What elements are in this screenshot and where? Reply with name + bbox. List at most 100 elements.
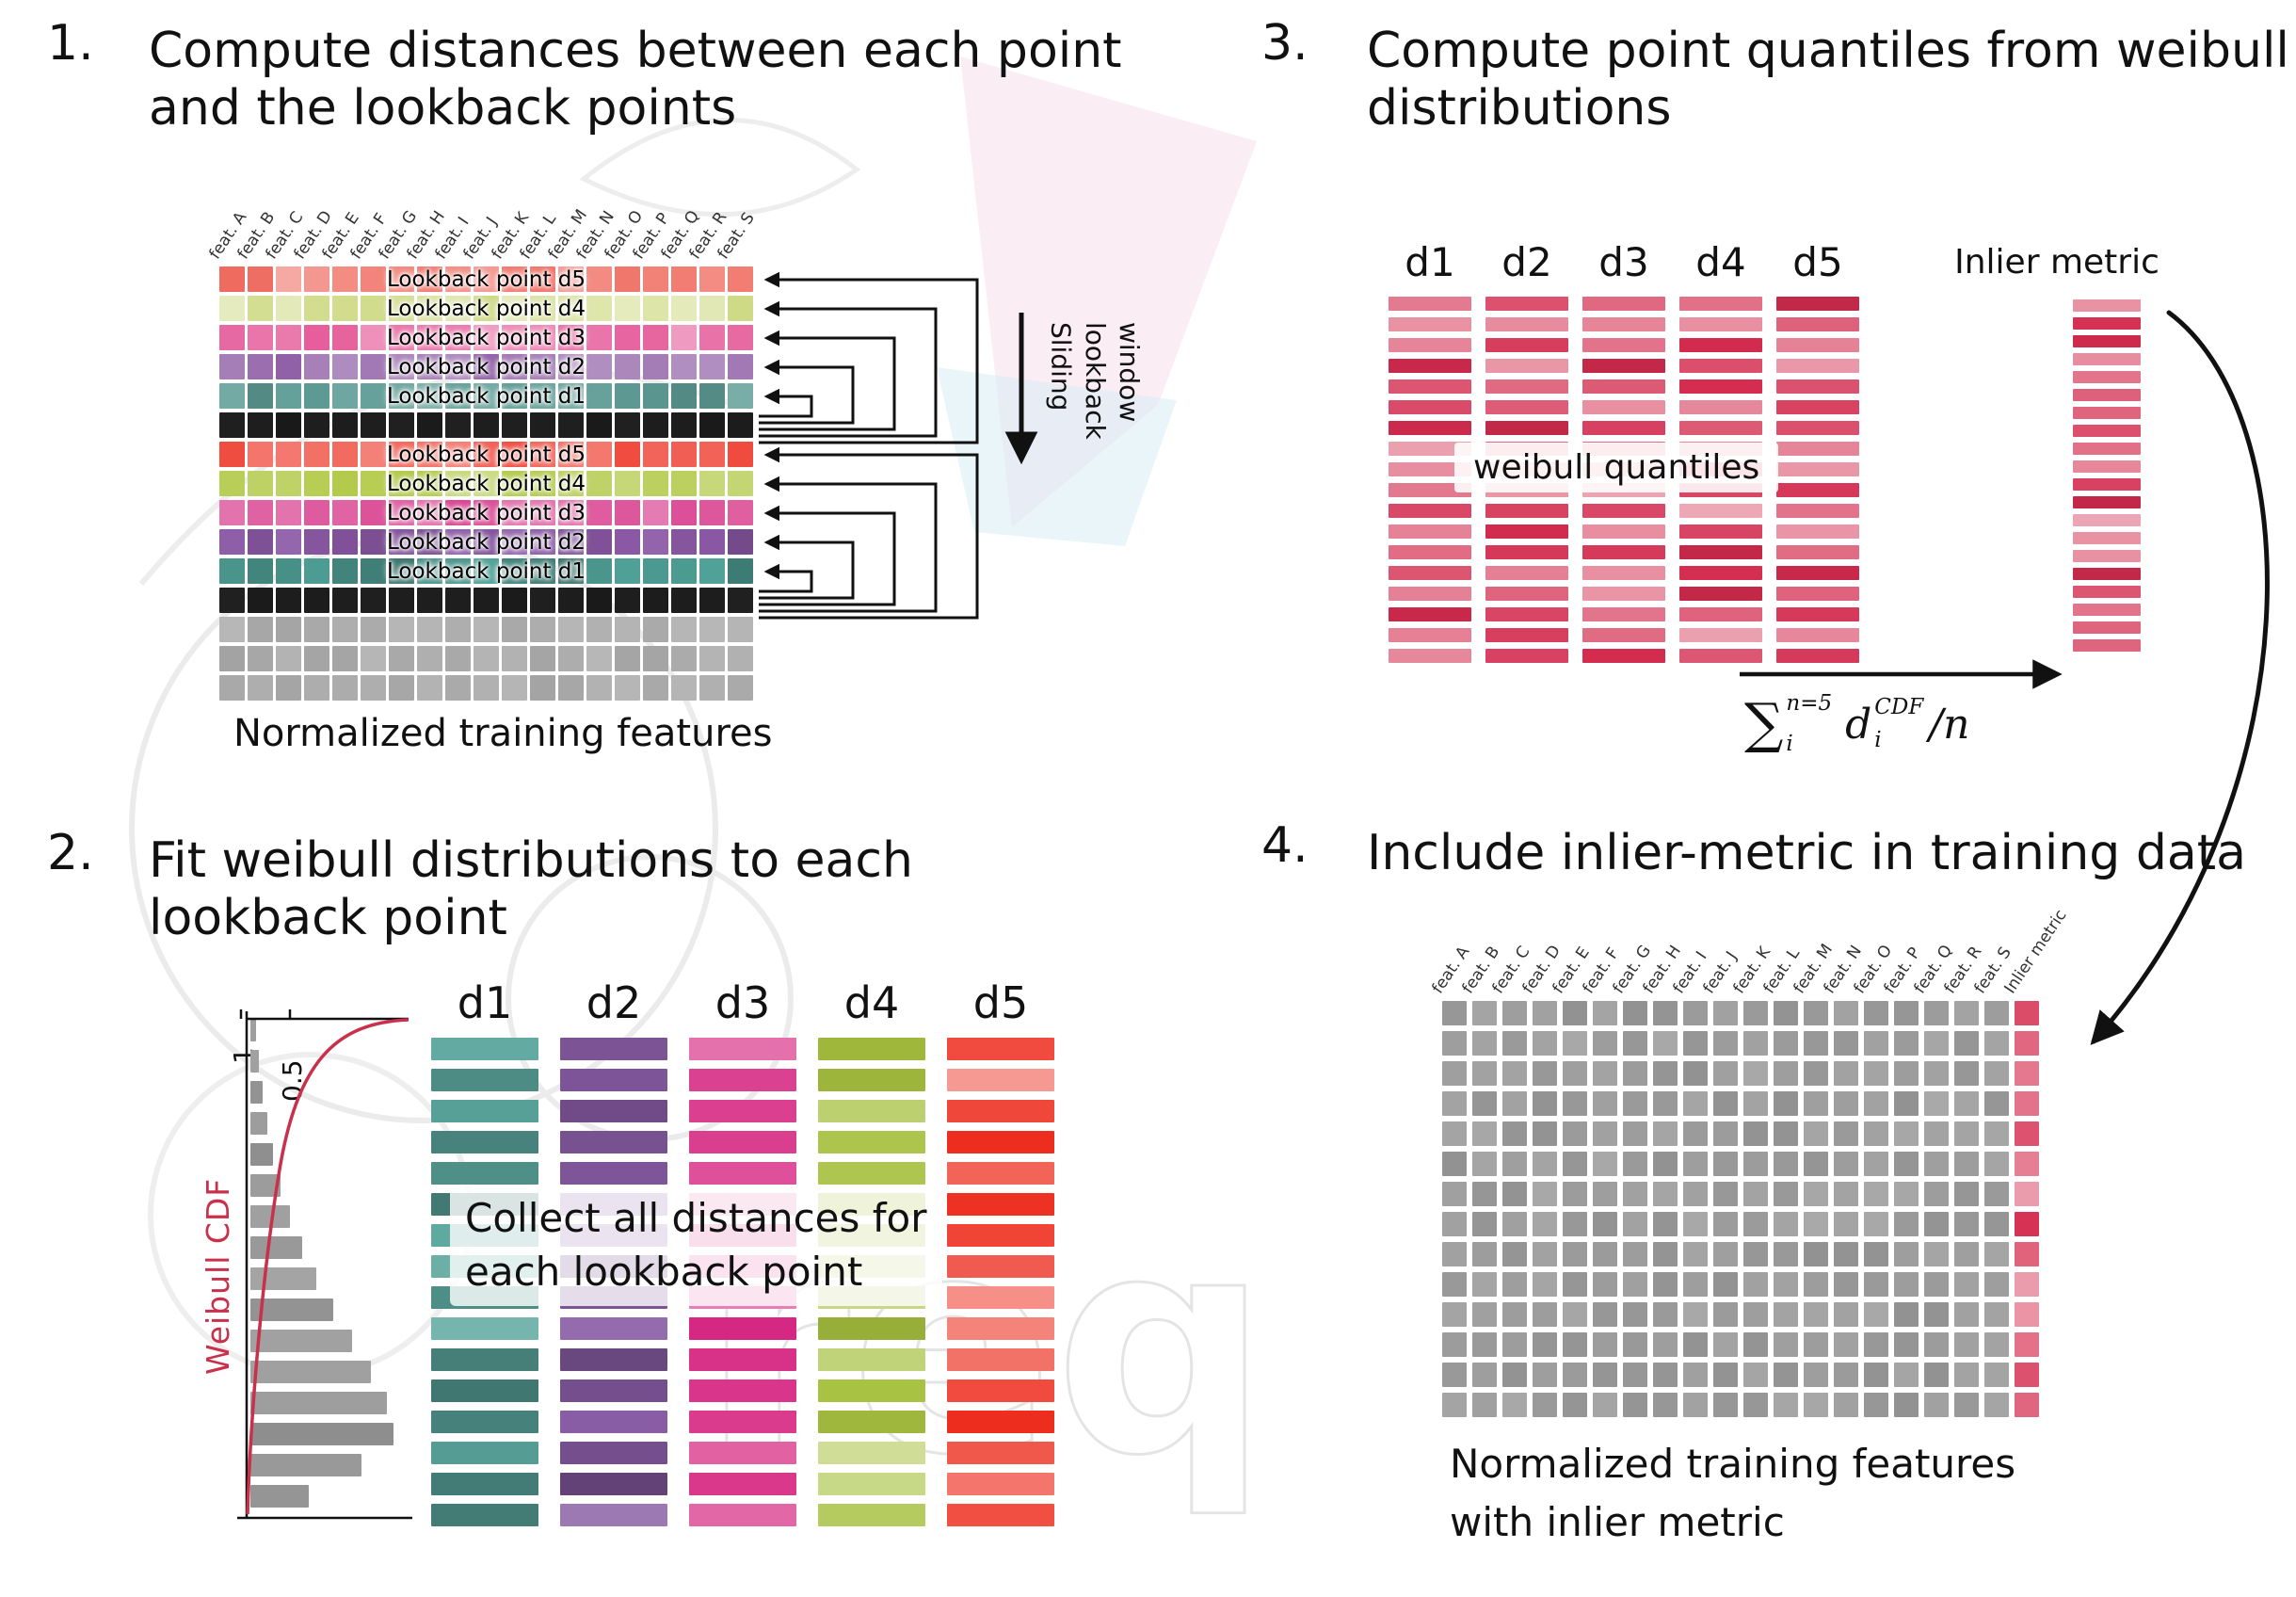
matrix-cell: [671, 588, 697, 613]
grid-cell: [1593, 1182, 1617, 1206]
matrix-cell: [643, 383, 668, 409]
grid-cell: [1864, 1091, 1888, 1116]
distance-bar: [947, 1069, 1054, 1091]
grid-cell: [1683, 1121, 1708, 1146]
quantile-bar: [1389, 442, 1471, 456]
inlier-cell: [2015, 1182, 2039, 1206]
inlier-bar: [2073, 317, 2141, 330]
grid-cell: [1713, 1152, 1738, 1176]
matrix-cell: [530, 646, 555, 671]
sum-lower-limit: i: [1786, 732, 1793, 756]
inlier-cell: [2015, 1212, 2039, 1236]
grid-cell: [1653, 1001, 1678, 1025]
matrix-cell: [615, 500, 640, 525]
matrix-row: Lookback point d3: [219, 500, 753, 525]
step-2-number: 2.: [47, 825, 94, 881]
matrix-cell: [728, 500, 753, 525]
grid-cell: [1683, 1091, 1708, 1116]
distance-bar: [818, 1348, 925, 1371]
pastel-blue-shape: [937, 367, 1177, 546]
matrix-cell: [219, 412, 245, 438]
matrix-cell: [586, 471, 612, 496]
matrix-cell: [502, 529, 527, 555]
grid-cell: [1502, 1363, 1527, 1387]
grid-cell: [1442, 1182, 1467, 1206]
distance-bar: [947, 1504, 1054, 1526]
distance-bar: [689, 1100, 796, 1122]
matrix-cell: [558, 412, 584, 438]
inlier-bar: [2073, 586, 2141, 598]
grid-cell: [1653, 1031, 1678, 1056]
distance-bar: [818, 1162, 925, 1185]
grid-cell: [1623, 1272, 1647, 1297]
quantile-bar: [1389, 587, 1471, 601]
grid-cell: [1502, 1061, 1527, 1086]
matrix-cell: [502, 500, 527, 525]
distance-bar: [431, 1131, 538, 1153]
grid-cell: [1623, 1242, 1647, 1266]
panel1-title: Compute distances between each point and…: [149, 23, 1122, 137]
matrix-cell: [643, 529, 668, 555]
quantile-bar: [1582, 524, 1665, 539]
grid-cell: [1653, 1121, 1678, 1146]
matrix-cell: [389, 442, 414, 467]
grid-cell: [1713, 1393, 1738, 1417]
grid-cell: [1954, 1212, 1979, 1236]
matrix-cell: [671, 558, 697, 584]
grid-cell: [1743, 1182, 1768, 1206]
matrix-cell: [671, 646, 697, 671]
quantile-bar: [1776, 587, 1859, 601]
matrix-cell: [728, 646, 753, 671]
inlier-bar: [2073, 621, 2141, 634]
distance-bar: [431, 1411, 538, 1433]
inlier-formula: ∑ n=5 i d CDF i /n: [1744, 693, 1969, 755]
grid-cell: [1894, 1363, 1919, 1387]
quantile-bar: [1582, 545, 1665, 559]
grid-cell: [1894, 1001, 1919, 1025]
quantile-bar: [1485, 566, 1568, 580]
grid-cell: [1442, 1332, 1467, 1357]
grid-cell: [1864, 1363, 1888, 1387]
matrix-cell: [699, 617, 725, 642]
matrix-cell: [304, 529, 329, 555]
matrix-cell: [643, 471, 668, 496]
matrix-cell: [530, 412, 555, 438]
matrix-cell: [699, 325, 725, 350]
distance-bar: [560, 1038, 667, 1060]
grid-cell: [1683, 1061, 1708, 1086]
matrix-cell: [643, 675, 668, 701]
matrix-cell: [276, 471, 301, 496]
matrix-cell: [276, 354, 301, 379]
grid-cell: [1472, 1242, 1497, 1266]
grid-cell: [1533, 1272, 1557, 1297]
matrix-cell: [417, 354, 442, 379]
matrix-cell: [219, 617, 245, 642]
grid-cell: [1442, 1001, 1467, 1025]
grid-cell: [1984, 1152, 2009, 1176]
matrix-cell: [502, 588, 527, 613]
grid-cell: [1533, 1212, 1557, 1236]
matrix-cell: [304, 412, 329, 438]
distance-term-scripts: CDF i: [1874, 697, 1923, 751]
quantile-bar: [1389, 649, 1471, 663]
lookback-row-label: Lookback point d5: [387, 267, 586, 292]
quantile-bar: [1679, 504, 1762, 518]
grid-row: [1442, 1061, 2039, 1086]
distance-bar: [947, 1162, 1054, 1185]
matrix-cell: [248, 588, 273, 613]
distance-bar: [560, 1317, 667, 1340]
quantile-bar: [1389, 400, 1471, 414]
matrix-cell: [558, 266, 584, 292]
distance-bar: [818, 1504, 925, 1526]
grid-cell: [1683, 1272, 1708, 1297]
matrix-cell: [699, 646, 725, 671]
matrix-cell: [699, 675, 725, 701]
distance-bar: [818, 1131, 925, 1153]
inlier-cell: [2015, 1061, 2039, 1086]
matrix-cell: [699, 266, 725, 292]
inlier-cell: [2015, 1393, 2039, 1417]
grid-cell: [1954, 1302, 1979, 1327]
matrix-cell: [304, 588, 329, 613]
histogram-bar: [250, 1112, 267, 1135]
grid-cell: [1954, 1272, 1979, 1297]
